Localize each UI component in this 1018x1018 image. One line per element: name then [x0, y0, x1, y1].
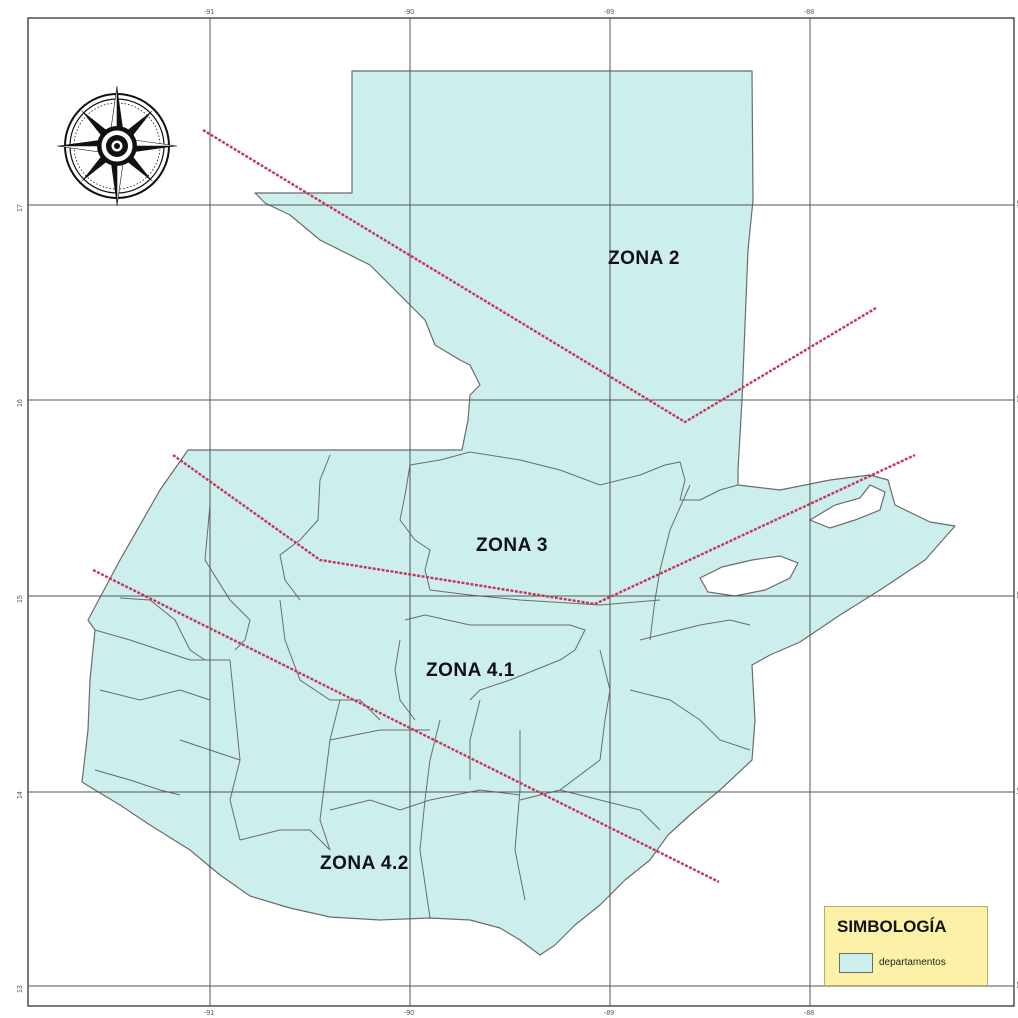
- legend-item-label: departamentos: [879, 957, 946, 968]
- zone-label-4-2: ZONA 4.2: [320, 853, 409, 874]
- guatemala-outline: [81, 70, 956, 956]
- compass-rose-icon: [56, 85, 178, 207]
- tick-labels-left: 17 16 15 14 13: [17, 204, 24, 993]
- graticule: [28, 18, 1014, 1006]
- tick-top-3: -89: [604, 9, 614, 16]
- legend-swatch: [839, 953, 873, 973]
- tick-right-5: 13: [1015, 981, 1018, 989]
- tick-top-2: -90: [404, 9, 414, 16]
- tick-labels-top: -91 -90 -89 -88: [204, 9, 814, 16]
- amatique-bay: [808, 484, 886, 529]
- zone-lines: [92, 128, 916, 884]
- legend: SIMBOLOGÍA departamentos: [824, 906, 988, 986]
- tick-left-3: 15: [17, 595, 24, 603]
- tick-labels-right: 17 16 15 14 13: [1015, 200, 1018, 989]
- tick-bottom-4: -88: [804, 1010, 814, 1017]
- tick-right-2: 16: [1015, 395, 1018, 403]
- tick-left-4: 14: [17, 791, 24, 799]
- tick-bottom-3: -89: [604, 1010, 614, 1017]
- zone-label-4-1: ZONA 4.1: [426, 660, 515, 681]
- zone-label-2: ZONA 2: [608, 248, 680, 269]
- tick-right-1: 17: [1015, 200, 1018, 208]
- legend-title: SIMBOLOGÍA: [837, 917, 947, 936]
- tick-left-2: 16: [17, 399, 24, 407]
- lake-izabal: [699, 555, 799, 597]
- tick-bottom-1: -91: [204, 1010, 214, 1017]
- tick-left-5: 13: [17, 985, 24, 993]
- zone-labels: ZONA 2 ZONA 3 ZONA 4.1 ZONA 4.2: [320, 248, 680, 874]
- tick-right-3: 15: [1015, 591, 1018, 599]
- tick-left-1: 17: [17, 204, 24, 212]
- zone-line-2: [202, 128, 877, 424]
- zone-label-3: ZONA 3: [476, 535, 548, 556]
- tick-labels-bottom: -91 -90 -89 -88: [204, 1010, 814, 1017]
- tick-top-1: -91: [204, 9, 214, 16]
- country-land: [81, 70, 956, 956]
- tick-top-4: -88: [804, 9, 814, 16]
- zone-line-3: [172, 453, 916, 606]
- tick-bottom-2: -90: [404, 1010, 414, 1017]
- tick-right-4: 14: [1015, 787, 1018, 795]
- zone-line-4: [92, 568, 720, 884]
